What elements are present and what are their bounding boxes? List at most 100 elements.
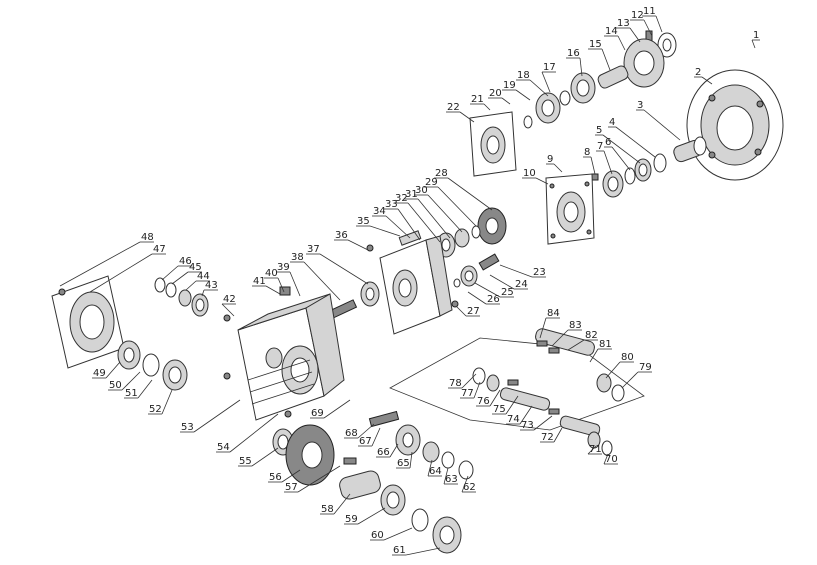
callout-label-55: 55 [239, 456, 252, 467]
leader-line-58 [333, 493, 351, 515]
part-cover-22 [469, 111, 533, 177]
callout-label-69: 69 [311, 408, 324, 419]
callout-label-66: 66 [377, 447, 390, 458]
part-gear-56 [272, 424, 462, 554]
callout-label-40: 40 [265, 268, 278, 279]
callout-label-75: 75 [493, 404, 506, 415]
callout-label-56: 56 [269, 472, 282, 483]
callout-label-11: 11 [643, 6, 656, 17]
leader-line-34 [385, 215, 411, 239]
callout-label-42: 42 [223, 294, 236, 305]
leader-line-12 [643, 19, 653, 37]
callout-label-30: 30 [415, 185, 428, 196]
leader-line-68 [357, 423, 375, 439]
leader-line-33 [397, 208, 421, 241]
callout-label-33: 33 [385, 199, 398, 210]
callout-label-65: 65 [397, 458, 410, 469]
leader-line-32 [407, 202, 441, 243]
callout-label-22: 22 [447, 102, 460, 113]
callout-label-16: 16 [567, 48, 580, 59]
part-seal-49 [117, 340, 231, 391]
leader-line-83 [551, 329, 569, 347]
callout-label-43: 43 [205, 280, 218, 291]
callout-label-74: 74 [507, 414, 520, 425]
leader-line-25 [474, 282, 501, 298]
callout-label-38: 38 [291, 252, 304, 263]
part-rings-4-8 [591, 153, 667, 198]
callout-label-20: 20 [489, 88, 502, 99]
callout-label-46: 46 [179, 256, 192, 267]
leader-line-18 [529, 79, 549, 97]
leader-line-79 [621, 371, 639, 389]
callout-label-54: 54 [217, 442, 230, 453]
callout-label-45: 45 [189, 262, 202, 273]
callout-label-1: 1 [753, 30, 759, 41]
leader-line-66 [389, 443, 399, 458]
leader-line-24 [489, 274, 515, 290]
callout-label-47: 47 [153, 244, 166, 255]
leader-line-14 [617, 35, 626, 51]
leader-line-36 [347, 239, 369, 251]
callout-label-8: 8 [584, 147, 590, 158]
callout-label-81: 81 [599, 339, 612, 350]
leader-line-35 [369, 225, 401, 237]
callout-label-25: 25 [501, 287, 514, 298]
callout-label-4: 4 [609, 117, 615, 128]
leader-line-55 [251, 447, 279, 467]
callout-label-44: 44 [197, 271, 210, 282]
callout-label-67: 67 [359, 436, 372, 447]
leader-line-28 [447, 177, 493, 211]
callout-label-73: 73 [521, 420, 534, 431]
leader-line-4 [615, 126, 656, 158]
leader-line-64 [427, 459, 433, 477]
leader-line-10 [535, 177, 549, 185]
callout-label-53: 53 [181, 422, 194, 433]
leader-line-71 [587, 445, 597, 455]
callout-label-31: 31 [405, 189, 418, 200]
callout-label-14: 14 [605, 26, 618, 37]
callout-label-36: 36 [335, 230, 348, 241]
callout-label-34: 34 [373, 206, 386, 217]
callout-label-49: 49 [93, 368, 106, 379]
part-output-flange [686, 69, 784, 181]
leader-line-11 [655, 15, 663, 33]
callout-label-59: 59 [345, 514, 358, 525]
leader-line-15 [601, 48, 611, 71]
callout-label-27: 27 [467, 306, 480, 317]
callout-label-2: 2 [695, 67, 701, 78]
leader-line-5 [602, 134, 641, 164]
callout-label-5: 5 [596, 125, 602, 136]
leader-line-57 [297, 465, 341, 493]
part-main-housing-53 [237, 293, 345, 421]
leader-line-69 [323, 399, 351, 419]
leader-line-22 [459, 111, 475, 123]
callout-label-17: 17 [543, 62, 556, 73]
callout-label-6: 6 [605, 137, 611, 148]
leader-line-41 [265, 285, 281, 295]
leader-line-6 [611, 146, 631, 171]
callout-label-78: 78 [449, 378, 462, 389]
leader-line-82 [567, 339, 585, 351]
leader-line-20 [501, 97, 511, 105]
callout-label-50: 50 [109, 380, 122, 391]
callout-label-82: 82 [585, 330, 598, 341]
leader-line-42 [221, 303, 235, 317]
callout-label-71: 71 [589, 444, 602, 455]
callout-label-68: 68 [345, 428, 358, 439]
leader-line-80 [605, 361, 621, 379]
leader-line-16 [579, 57, 583, 77]
callout-label-12: 12 [631, 10, 644, 21]
callout-label-77: 77 [461, 388, 474, 399]
leader-line-30 [427, 194, 463, 233]
callout-label-41: 41 [253, 276, 266, 287]
part-flange-47 [51, 275, 125, 369]
leader-line-84 [539, 317, 547, 339]
leader-line-40 [277, 277, 285, 293]
leader-line-44 [185, 280, 197, 291]
leader-line-17 [541, 71, 551, 93]
leader-line-62 [461, 475, 469, 493]
leader-line-73 [533, 415, 553, 431]
callout-label-3: 3 [637, 100, 643, 111]
callout-label-15: 15 [589, 39, 602, 50]
